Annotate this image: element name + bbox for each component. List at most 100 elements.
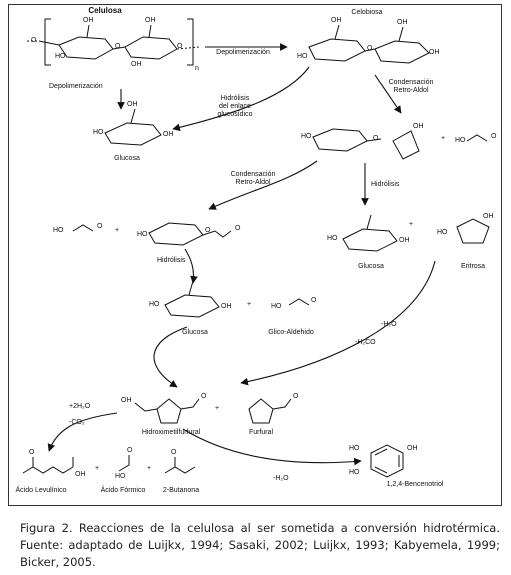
reaction-minus-h2co-label: -H₂CO	[355, 339, 376, 346]
atom-o-levulinic: O	[29, 449, 35, 456]
atom-o-retroaldol-link: O	[373, 135, 379, 142]
plus-sign-7: +	[147, 465, 152, 472]
plus-sign-5: +	[215, 405, 220, 412]
benzenetriol-structure	[370, 444, 404, 478]
atom-o-hmf: O	[201, 393, 207, 400]
plus-sign-2: +	[115, 227, 120, 234]
atom-o-intermediate: O	[205, 227, 211, 234]
atom-o-formic: O	[127, 447, 133, 454]
arrow-to-hmf-from-erythrose	[240, 260, 436, 386]
compound-glucosa-2-label: Glucosa	[358, 263, 384, 270]
atom-oh-retroaldol-ring: OH	[413, 123, 424, 130]
atom-ho-glucose-2: HO	[327, 235, 338, 242]
atom-o-glycolaldehyde-1: O	[491, 133, 497, 140]
atom-ho-benzenetriol-2: HO	[349, 469, 360, 476]
arrow-hydrolysis-left	[184, 248, 198, 284]
compound-celobiosa-label: Celobiosa	[351, 9, 383, 16]
plus-sign-4: +	[247, 301, 252, 308]
atom-o-glycolaldehyde-3: O	[311, 297, 317, 304]
atom-ho-glucose-3: HO	[149, 301, 160, 308]
atom-oh-glucose-1-top: OH	[127, 101, 138, 108]
compound-formico-label: Ácido Fórmico	[100, 487, 146, 494]
compound-glucosa-1-label: Glucosa	[114, 155, 140, 162]
compound-bencenotriol-label: 1,2,4-Bencenotriol	[386, 481, 444, 488]
atom-oh-cellobiose-2: OH	[429, 49, 440, 56]
compound-glicoaldehido-label: Glico-Aldehido	[268, 329, 314, 336]
compound-glucosa-3-label: Glucosa	[182, 329, 208, 336]
reaction-condensacion-2-line-2: Retro-Aldol	[235, 179, 271, 186]
reaction-hidrolisis-enlace-line-3: glucosídico	[217, 111, 253, 118]
atom-o-cellulose-left: O	[31, 37, 37, 44]
reaction-hidrolisis-3-label: Hidrólisis	[157, 257, 186, 264]
atom-oh-glucose-2: OH	[399, 237, 410, 244]
atom-oh-glucose-1-right: OH	[163, 131, 174, 138]
reaction-plus-2h2o-label: +2H₂O	[69, 403, 91, 410]
reaction-despolimerizacion-2-label: Depolimerización	[49, 83, 103, 90]
arrow-to-hmf-from-glucose	[153, 326, 188, 388]
arrow-retroaldol-2	[208, 160, 318, 210]
plus-sign-6: +	[95, 465, 100, 472]
atom-ho-glycolaldehyde-2: HO	[53, 227, 64, 234]
atom-oh-cellulose-3: OH	[131, 61, 142, 68]
atom-o-intermediate-ald: O	[235, 225, 241, 232]
reaction-minus-h2o-1-label: -H₂O	[381, 321, 397, 328]
compound-levulinico-label: Ácido Levulínico	[15, 487, 67, 494]
atom-o-cellulose-mid: O	[115, 43, 121, 50]
atom-o-butanone: O	[171, 449, 177, 456]
atom-oh-cellobiose-1: OH	[331, 17, 342, 24]
plus-sign-1: +	[441, 135, 446, 142]
cellobiose-structure	[308, 24, 430, 64]
figure-caption: Figura 2. Reacciones de la celulosa al s…	[20, 521, 500, 569]
hmf-structure	[134, 398, 200, 424]
atom-ho-glycolaldehyde-1: HO	[455, 137, 466, 144]
reaction-scheme	[22, 18, 490, 478]
butanone-structure	[164, 457, 196, 474]
arrow-retroaldol-1	[374, 74, 402, 114]
levulinic-acid-structure	[22, 457, 74, 474]
formic-acid-structure	[118, 455, 130, 472]
glucose-structure-2	[342, 214, 398, 252]
atom-o-cellobiose: O	[367, 45, 373, 52]
plus-sign-3: +	[409, 221, 414, 228]
compound-celulosa-label: Celulosa	[88, 6, 122, 15]
compound-butanona-label: 2-Butanona	[162, 487, 200, 494]
atom-ho-glycolaldehyde-3: HO	[271, 303, 282, 310]
atom-ho-retroaldol: HO	[301, 133, 312, 140]
atom-o-cellulose-right: O	[177, 43, 183, 50]
atom-ho-glucose-1: HO	[93, 129, 104, 136]
erythrose-structure	[456, 218, 490, 244]
reaction-condensacion-1-line-1: Condensación	[388, 79, 434, 86]
arrow-glycosidic-hydrolysis	[172, 66, 310, 132]
atom-oh-glucose-3: OH	[221, 303, 232, 310]
cellulose-structure	[27, 18, 200, 66]
atom-oh-erythrose: OH	[483, 213, 494, 220]
reaction-arrows	[47, 43, 436, 466]
reaction-condensacion-1-line-2: Retro-Aldol	[393, 87, 429, 94]
atom-o-furfural: O	[293, 393, 299, 400]
atom-oh-cellulose-1: OH	[83, 17, 94, 24]
atom-ho-intermediate: HO	[137, 231, 148, 238]
furfural-structure	[248, 398, 292, 424]
figure-frame: Celulosa n Celobiosa Glucosa Glucosa Eri…	[8, 4, 502, 506]
reaction-hidrolisis-enlace-line-2: del enlace	[219, 103, 251, 110]
cellulose-subscript-n: n	[195, 65, 199, 72]
retroaldol-product-structure	[312, 128, 488, 160]
reaction-despolimerizacion-1-label: Depolimerización	[216, 49, 270, 56]
arrow-to-benzenetriol	[182, 428, 362, 466]
glucose-structure-3	[164, 280, 310, 318]
atom-oh-cellobiose-3: OH	[397, 19, 408, 26]
compound-hmf-label: Hidroximetilfurfural	[141, 429, 201, 436]
atom-oh-hmf: OH	[121, 397, 132, 404]
compound-furfural-label: Furfural	[248, 429, 274, 436]
reaction-hidrolisis-enlace-line-1: Hidrólisis	[220, 95, 250, 102]
atom-oh-cellulose-2: OH	[145, 17, 156, 24]
atom-oh-benzenetriol: OH	[407, 445, 418, 452]
reaction-hidrolisis-2-label: Hidrólisis	[371, 181, 400, 188]
atom-ho-erythrose: HO	[437, 229, 448, 236]
atom-ho-benzenetriol-1: HO	[349, 445, 360, 452]
reaction-minus-co2-label: -CO₂	[69, 419, 85, 426]
atom-oh-levulinic: OH	[75, 471, 86, 478]
arrow-to-levulinic	[47, 412, 118, 452]
glucose-structure-1	[104, 108, 162, 146]
atom-ho-formic: HO	[115, 473, 126, 480]
